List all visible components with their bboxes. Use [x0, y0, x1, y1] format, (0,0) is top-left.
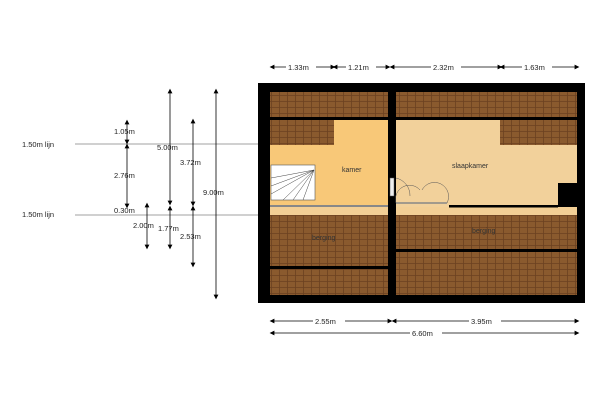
doors	[389, 177, 449, 204]
staircase	[270, 164, 316, 201]
dim-label: 0.30m	[114, 206, 135, 215]
dim-label: 2.76m	[114, 171, 135, 180]
room-slaapkamer	[396, 120, 577, 207]
dim-label: 2.32m	[433, 63, 454, 72]
dim-label: 5.00m	[157, 143, 178, 152]
dim-label: 3.72m	[180, 158, 201, 167]
dim-label: 1.63m	[524, 63, 545, 72]
top-dimensions: 1.33m 1.21m 2.32m 1.63m	[269, 62, 580, 72]
dim-label: 1.33m	[288, 63, 309, 72]
dim-label: 6.60m	[412, 329, 433, 338]
room-label-berging: berging	[472, 228, 495, 235]
dim-label: 1.05m	[114, 127, 135, 136]
room-label-berging: berging	[312, 235, 335, 242]
dim-label: 1.77m	[158, 224, 179, 233]
room-label-kamer: kamer	[342, 167, 362, 174]
room-label-slaapkamer: slaapkamer	[452, 163, 489, 170]
dim-label: 2.53m	[180, 232, 201, 241]
height-line-label: 1.50m lijn	[22, 140, 54, 149]
dim-label: 2.00m	[133, 221, 154, 230]
dim-label: 3.95m	[471, 317, 492, 326]
dim-label: 9.00m	[203, 188, 224, 197]
dim-label: 2.55m	[315, 317, 336, 326]
light-strip	[270, 207, 577, 215]
building: kamer slaapkamer berging berging	[258, 83, 585, 303]
height-line-label: 1.50m lijn	[22, 210, 54, 219]
dim-label: 1.21m	[348, 63, 369, 72]
vertical-dimensions: 1.05m 2.76m 0.30m 2.00m 5.00m 1.77m 3.72…	[114, 88, 224, 300]
bottom-dimensions: 2.55m 3.95m 6.60m	[269, 316, 580, 338]
